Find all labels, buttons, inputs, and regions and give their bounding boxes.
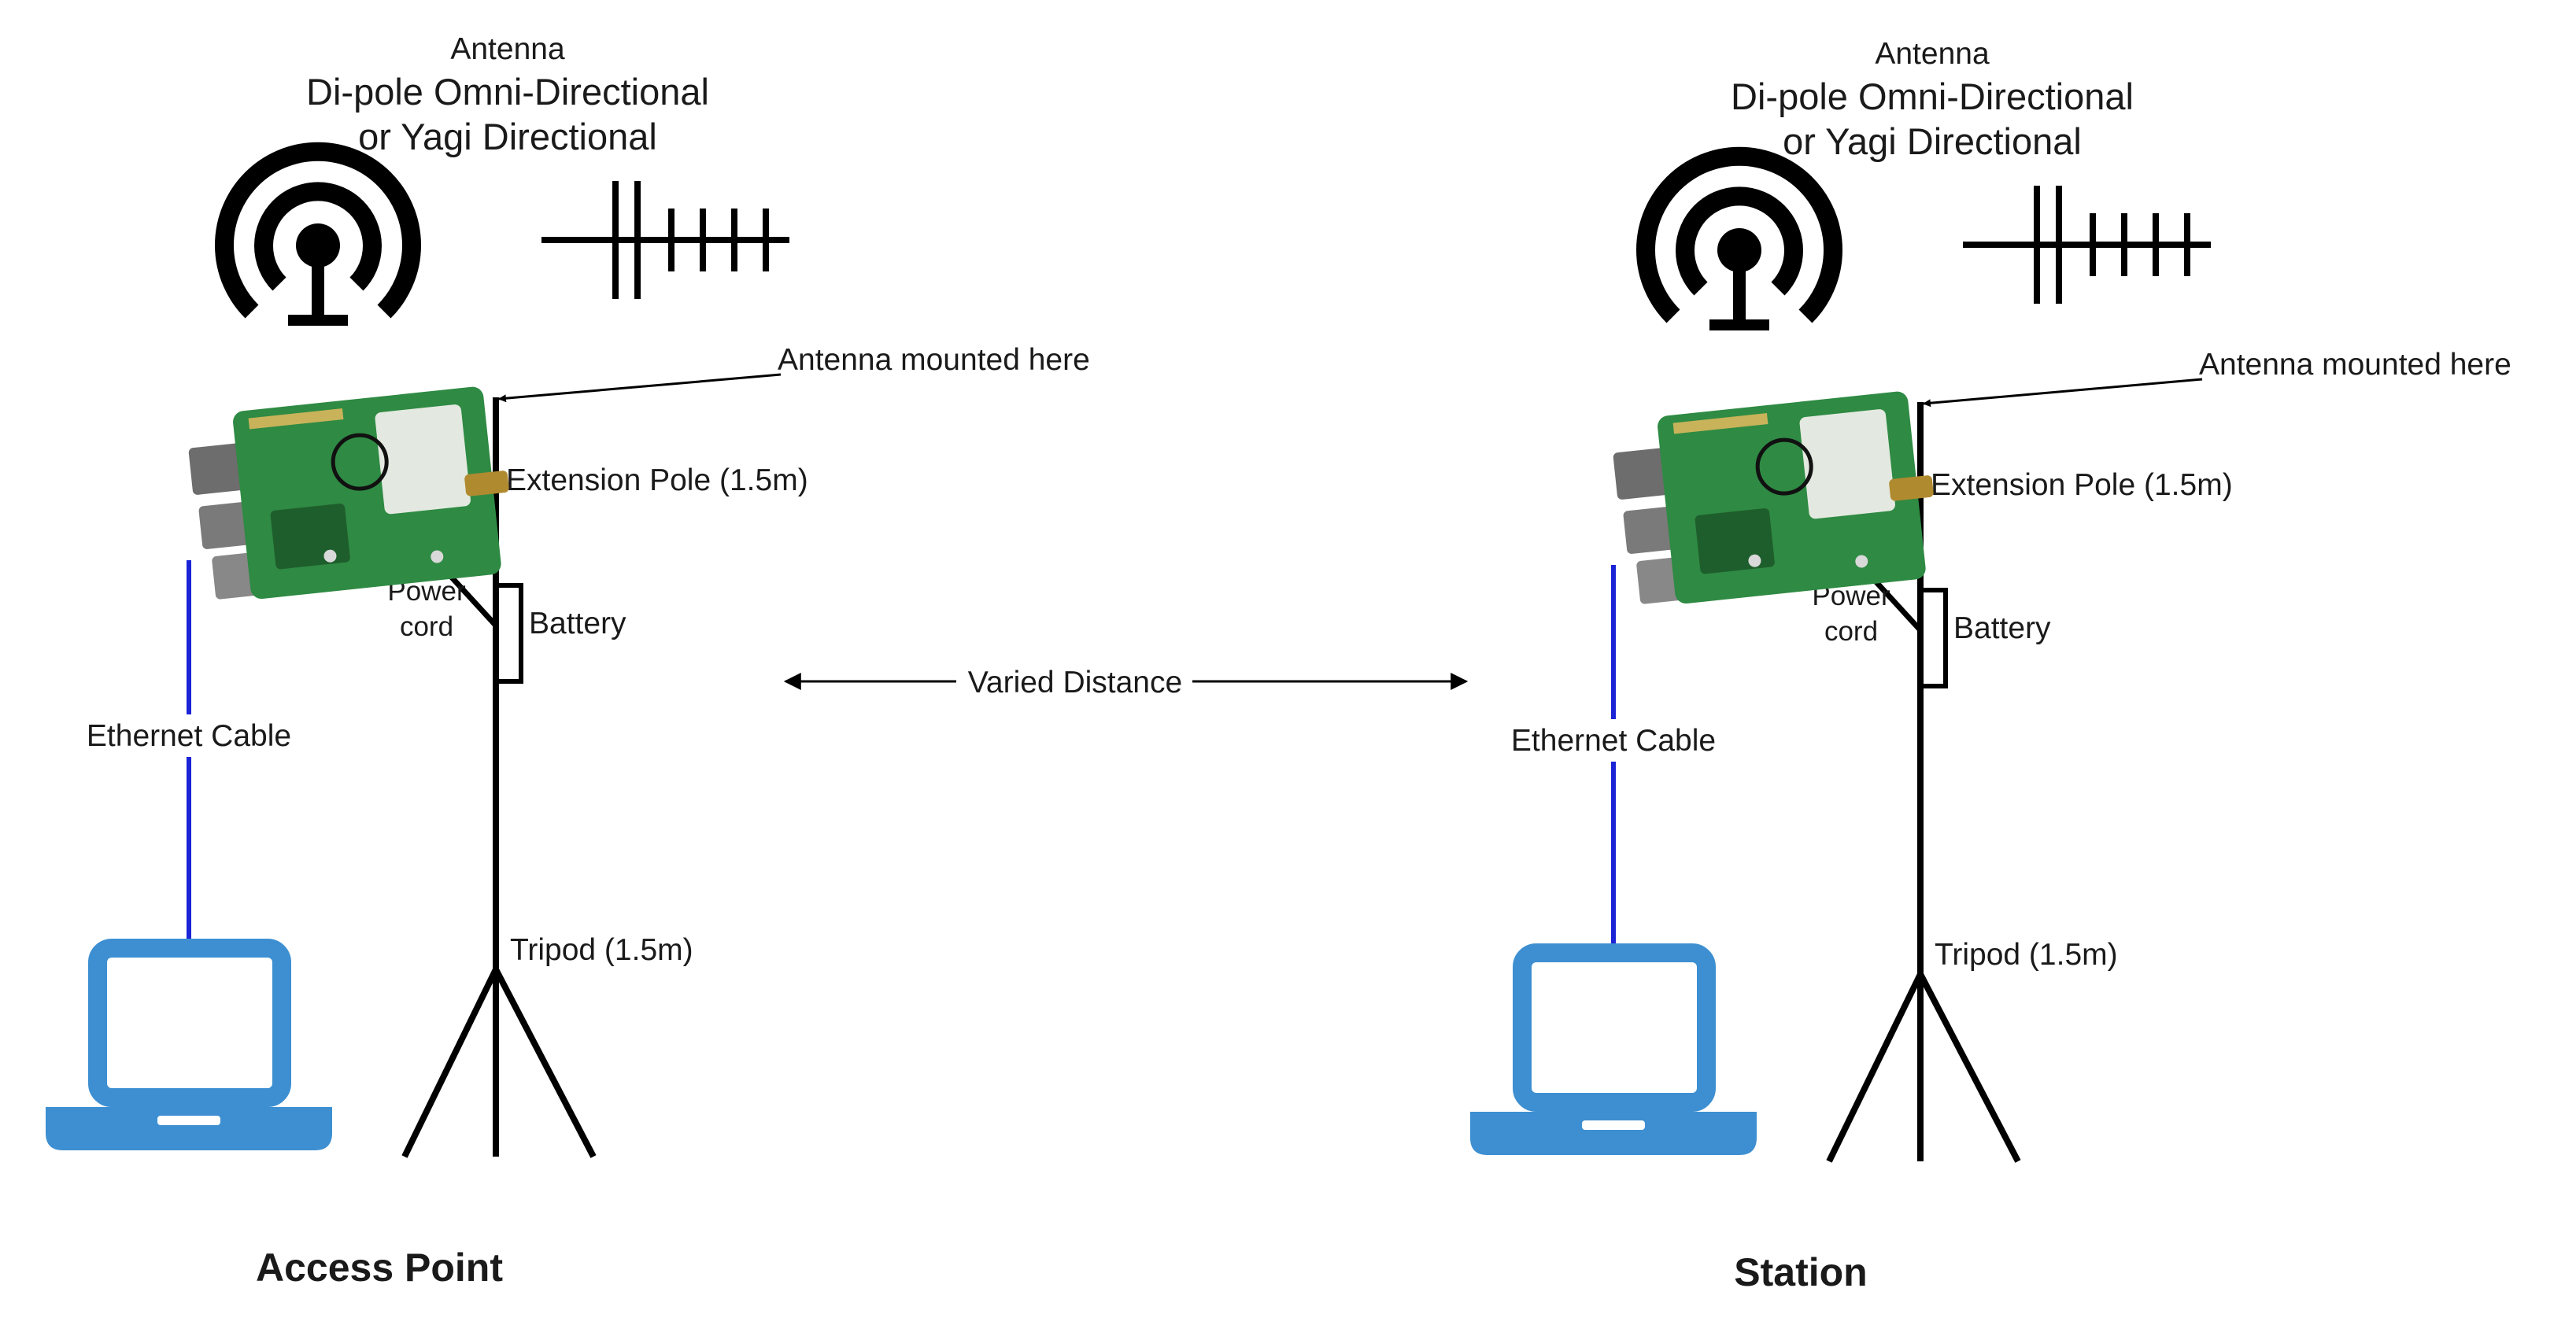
ethernet-cable-label: Ethernet Cable [1511, 724, 1716, 758]
power-cord-label-line2: cord [400, 611, 453, 642]
distance-indicator: Varied Distance [783, 661, 1469, 700]
ethernet-cable-label: Ethernet Cable [87, 719, 291, 753]
omni-antenna-icon [1636, 146, 1842, 330]
antenna-mount-label: Antenna mounted here [2199, 348, 2511, 382]
battery-label: Battery [529, 607, 626, 640]
antenna-mount-label: Antenna mounted here [778, 343, 1090, 377]
ethernet-label-bg [83, 714, 295, 757]
setup-title: Station [1734, 1250, 1867, 1294]
battery [1923, 588, 1948, 688]
omni-antenna-icon [215, 142, 421, 326]
antenna-type-label-line1: Di-pole Omni-Directional [1731, 76, 2134, 117]
raspberry-pi-board-icon [188, 386, 509, 600]
tripod-legs [1826, 973, 2021, 1163]
antenna-type-label-line2: or Yagi Directional [1783, 120, 2082, 162]
extension-pole-label: Extension Pole (1.5m) [506, 463, 808, 497]
raspberry-pi-board-icon [1613, 391, 1934, 604]
antenna-mount-arrow [498, 373, 782, 403]
yagi-antenna-icon [1963, 186, 2211, 304]
antenna-header-label: Antenna [1875, 37, 1990, 71]
power-cord-label-line2: cord [1824, 616, 1878, 647]
antenna-type-label-line1: Di-pole Omni-Directional [306, 71, 709, 113]
distance-label-bg [956, 661, 1192, 700]
access-point-setup: Antenna Di-pole Omni-Directional or Yagi… [46, 32, 1090, 1290]
tripod-label: Tripod (1.5m) [510, 933, 693, 967]
laptop-icon [46, 939, 332, 1150]
extension-pole-label: Extension Pole (1.5m) [1931, 468, 2233, 502]
station-setup: Antenna Di-pole Omni-Directional or Yagi… [1470, 37, 2511, 1294]
yagi-antenna-icon [541, 181, 789, 299]
distance-label: Varied Distance [968, 666, 1182, 699]
tripod-legs [401, 968, 597, 1158]
battery [498, 583, 523, 684]
setup-title: Access Point [256, 1246, 503, 1290]
battery-label: Battery [1953, 611, 2051, 645]
antenna-type-label-line2: or Yagi Directional [358, 116, 657, 157]
laptop-icon [1470, 943, 1757, 1155]
antenna-mount-arrow [1923, 378, 2203, 408]
antenna-header-label: Antenna [450, 32, 565, 66]
tripod-label: Tripod (1.5m) [1935, 938, 2118, 972]
ethernet-label-bg [1507, 719, 1720, 762]
